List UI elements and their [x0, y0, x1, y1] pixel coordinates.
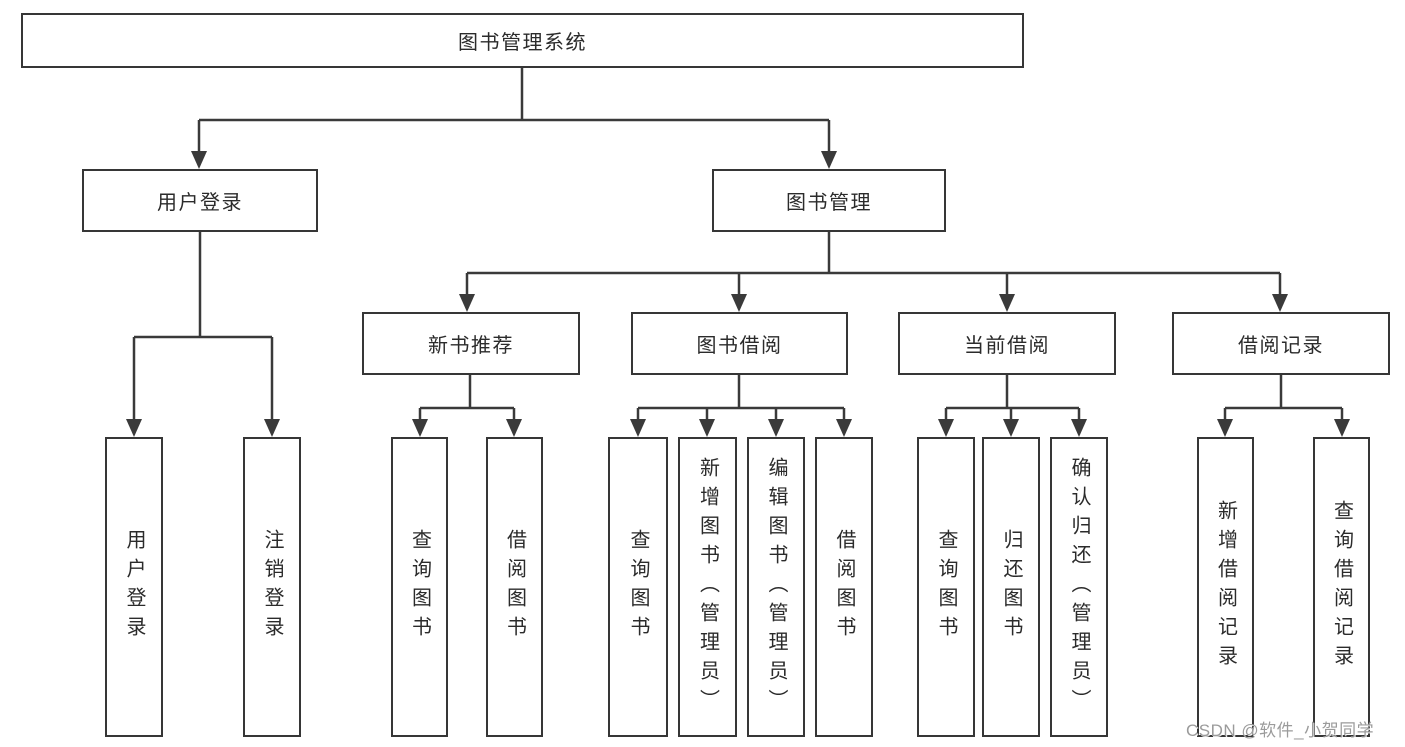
node-new-book-recommend-label: 新书推荐 — [428, 335, 514, 357]
arrow-icon — [1003, 419, 1019, 437]
node-borrow-records-label: 借阅记录 — [1238, 335, 1324, 357]
arrow-icon — [1217, 419, 1233, 437]
leaf-add-borrow-record: 新增借阅记录 — [1197, 437, 1254, 737]
leaf-add-book-admin-label: 新增图书（管理员） — [696, 456, 719, 718]
arrow-icon — [1272, 294, 1288, 312]
leaf-query-book-borrow-label: 查询图书 — [627, 529, 649, 645]
arrow-icon — [1071, 419, 1087, 437]
leaf-query-borrow-record: 查询借阅记录 — [1313, 437, 1370, 737]
leaf-user-login-label: 用户登录 — [123, 529, 145, 645]
leaf-borrow-book-recommend-label: 借阅图书 — [503, 529, 526, 645]
leaf-return-book-label: 归还图书 — [1000, 529, 1022, 645]
leaf-edit-book-admin-label: 编辑图书（管理员） — [765, 456, 787, 718]
leaf-confirm-return-admin: 确认归还（管理员） — [1050, 437, 1108, 737]
arrow-icon — [412, 419, 428, 437]
node-root: 图书管理系统 — [21, 13, 1024, 68]
leaf-logout: 注销登录 — [243, 437, 301, 737]
arrow-icon — [506, 419, 522, 437]
tree-edges — [132, 68, 1344, 421]
node-root-label: 图书管理系统 — [458, 32, 587, 54]
node-book-borrow: 图书借阅 — [631, 312, 848, 375]
arrowheads — [126, 151, 1350, 437]
leaf-logout-label: 注销登录 — [261, 529, 283, 645]
leaf-query-book-recommend: 查询图书 — [391, 437, 448, 737]
arrow-icon — [191, 151, 207, 169]
leaf-borrow-book-label: 借阅图书 — [833, 529, 855, 645]
node-book-management: 图书管理 — [712, 169, 946, 232]
node-current-borrow-label: 当前借阅 — [964, 335, 1050, 357]
node-borrow-records: 借阅记录 — [1172, 312, 1390, 375]
leaf-query-book-current-label: 查询图书 — [935, 529, 957, 645]
arrow-icon — [938, 419, 954, 437]
leaf-edit-book-admin: 编辑图书（管理员） — [747, 437, 805, 737]
arrow-icon — [459, 294, 475, 312]
arrow-icon — [630, 419, 646, 437]
node-user-login: 用户登录 — [82, 169, 318, 232]
arrow-icon — [264, 419, 280, 437]
node-new-book-recommend: 新书推荐 — [362, 312, 580, 375]
leaf-add-book-admin: 新增图书（管理员） — [678, 437, 737, 737]
node-book-management-label: 图书管理 — [786, 192, 872, 214]
leaf-add-borrow-record-label: 新增借阅记录 — [1214, 500, 1237, 674]
arrow-icon — [699, 419, 715, 437]
node-user-login-label: 用户登录 — [157, 192, 243, 214]
leaf-query-book-current: 查询图书 — [917, 437, 975, 737]
leaf-return-book: 归还图书 — [982, 437, 1040, 737]
leaf-query-book-borrow: 查询图书 — [608, 437, 668, 737]
arrow-icon — [836, 419, 852, 437]
leaf-query-book-recommend-label: 查询图书 — [408, 529, 431, 645]
node-book-borrow-label: 图书借阅 — [696, 335, 783, 357]
arrow-icon — [126, 419, 142, 437]
arrow-icon — [1334, 419, 1350, 437]
arrow-icon — [999, 294, 1015, 312]
leaf-confirm-return-admin-label: 确认归还（管理员） — [1068, 456, 1090, 718]
node-current-borrow: 当前借阅 — [898, 312, 1116, 375]
arrow-icon — [768, 419, 784, 437]
leaf-query-borrow-record-label: 查询借阅记录 — [1330, 500, 1353, 674]
leaf-borrow-book: 借阅图书 — [815, 437, 873, 737]
arrow-icon — [731, 294, 747, 312]
leaf-user-login: 用户登录 — [105, 437, 163, 737]
arrow-icon — [821, 151, 837, 169]
watermark: CSDN @软件_小贺同学 — [1186, 721, 1375, 740]
leaf-borrow-book-recommend: 借阅图书 — [486, 437, 543, 737]
